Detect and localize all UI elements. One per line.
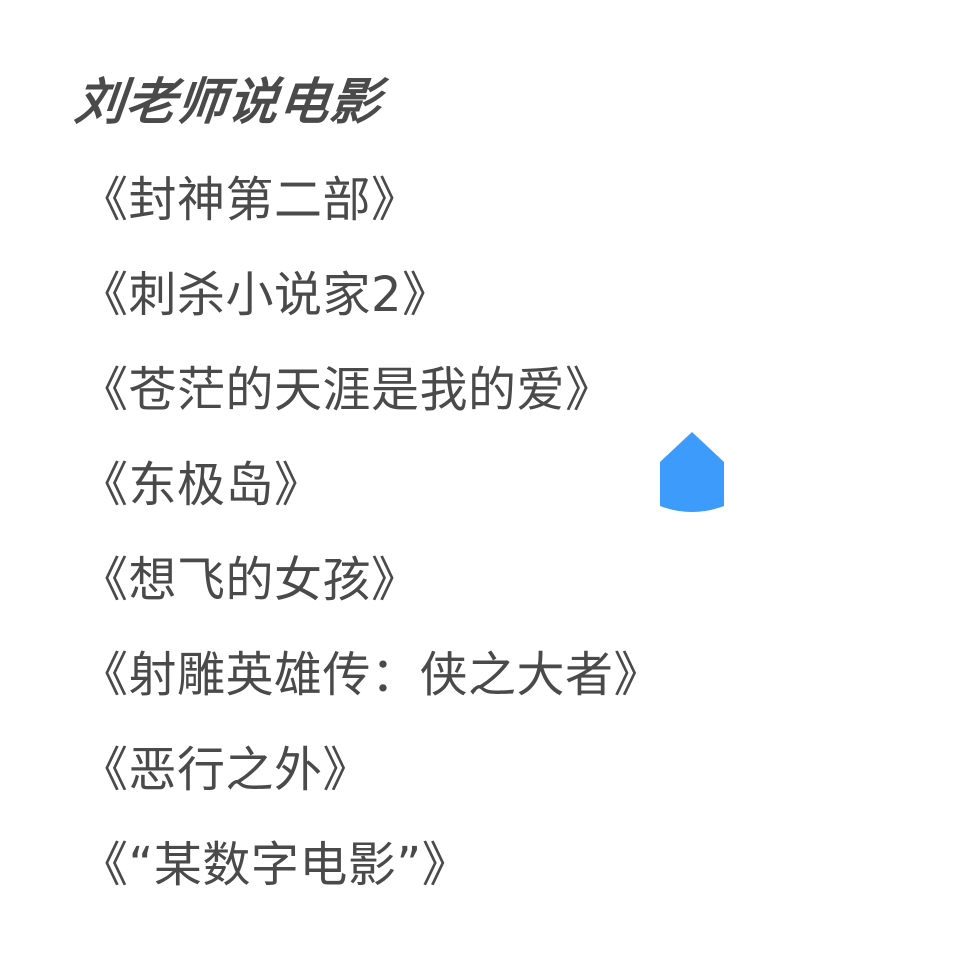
list-item[interactable]: 《“某数字电影”》 xyxy=(80,837,471,893)
list-item[interactable]: 《刺杀小说家2》 xyxy=(80,267,451,323)
list-item[interactable]: 《封神第二部》 xyxy=(80,172,420,228)
text-selection-handle-icon[interactable] xyxy=(660,432,724,512)
list-item[interactable]: 《射雕英雄传：侠之大者》 xyxy=(80,647,663,703)
movie-list: 《封神第二部》 《刺杀小说家2》 《苍茫的天涯是我的爱》 《东极岛》 《想飞的女… xyxy=(80,170,662,930)
page-title: 刘老师说电影 xyxy=(72,73,385,131)
list-item[interactable]: 《苍茫的天涯是我的爱》 xyxy=(80,362,614,418)
list-item[interactable]: 《恶行之外》 xyxy=(80,742,372,798)
list-item[interactable]: 《东极岛》 xyxy=(80,457,323,513)
list-item[interactable]: 《想飞的女孩》 xyxy=(80,552,420,608)
